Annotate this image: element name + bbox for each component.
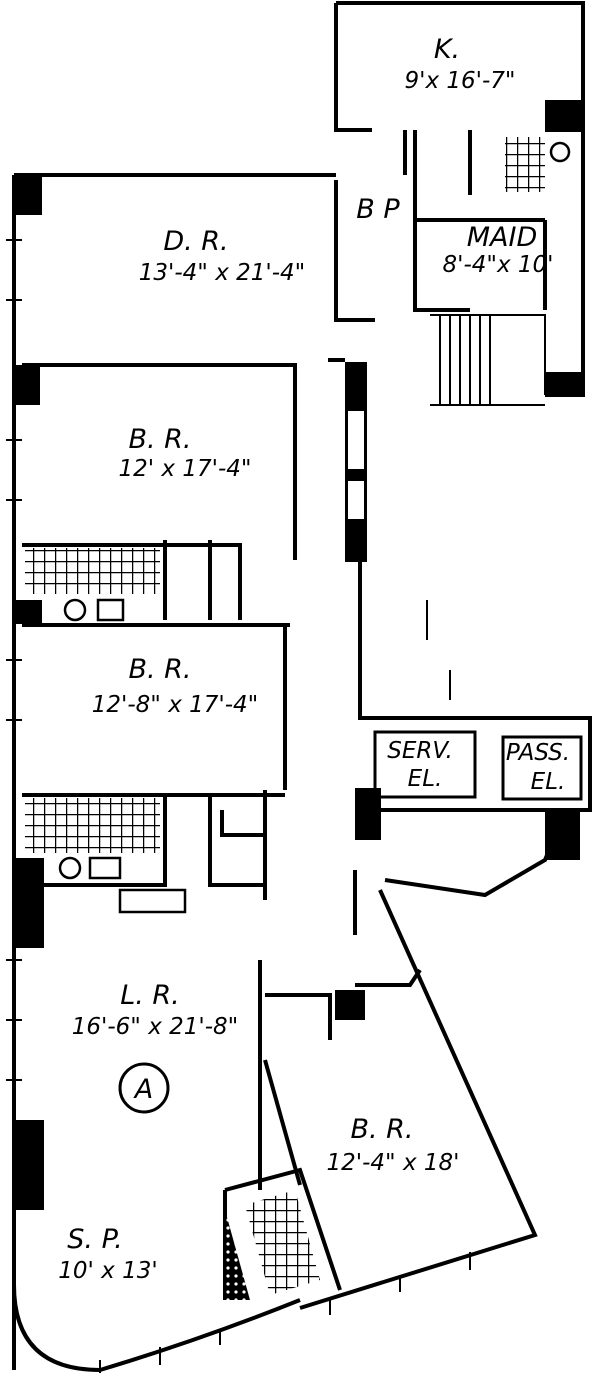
sun-porch-dims: 10' x 13' bbox=[58, 1258, 157, 1284]
butler-pantry-label: B P bbox=[356, 194, 400, 225]
bath-tile-3 bbox=[245, 1190, 320, 1295]
unit-marker: A bbox=[133, 1074, 153, 1105]
kitchen-tile bbox=[505, 137, 545, 192]
service-elevator-label-1: SERV. bbox=[387, 738, 453, 764]
bedroom-3-label: B. R. bbox=[350, 1114, 413, 1145]
bedroom-2-label: B. R. bbox=[128, 654, 191, 685]
maid-label: MAID bbox=[467, 222, 538, 253]
living-room-label: L. R. bbox=[120, 980, 180, 1011]
maid-dims: 8'-4"x 10' bbox=[443, 252, 554, 278]
dining-room-dims: 13'-4" x 21'-4" bbox=[139, 260, 305, 286]
service-elevator-label-2: EL. bbox=[408, 766, 443, 792]
dining-room-label: D. R. bbox=[163, 226, 228, 257]
bedroom-3-dims: 12'-4" x 18' bbox=[327, 1150, 460, 1176]
passenger-elevator-label-2: EL. bbox=[531, 769, 566, 795]
exterior-walls bbox=[12, 1, 592, 1373]
service-elevator bbox=[373, 730, 477, 799]
passenger-elevator-label-1: PASS. bbox=[506, 740, 570, 766]
bath-tile-2 bbox=[25, 798, 160, 853]
windows-bottom bbox=[99, 1252, 471, 1373]
corridor-details bbox=[346, 409, 451, 700]
fixtures bbox=[58, 141, 571, 914]
hatched-corner bbox=[225, 1210, 250, 1300]
sun-porch-label: S. P. bbox=[67, 1224, 122, 1255]
bedroom-2-dims: 12'-8" x 17'-4" bbox=[92, 692, 258, 718]
living-room-dims: 16'-6" x 21'-8" bbox=[72, 1014, 238, 1040]
unit-marker-circle bbox=[118, 1062, 170, 1114]
kitchen-label: K. bbox=[434, 34, 460, 65]
bedroom-1-label: B. R. bbox=[128, 424, 191, 455]
passenger-elevator bbox=[501, 735, 583, 801]
windows-left bbox=[6, 239, 22, 1081]
bath-tile-1 bbox=[25, 548, 160, 594]
stair bbox=[430, 314, 546, 406]
kitchen-dims: 9'x 16'-7" bbox=[405, 68, 516, 94]
bedroom-1-dims: 12' x 17'-4" bbox=[119, 456, 252, 482]
